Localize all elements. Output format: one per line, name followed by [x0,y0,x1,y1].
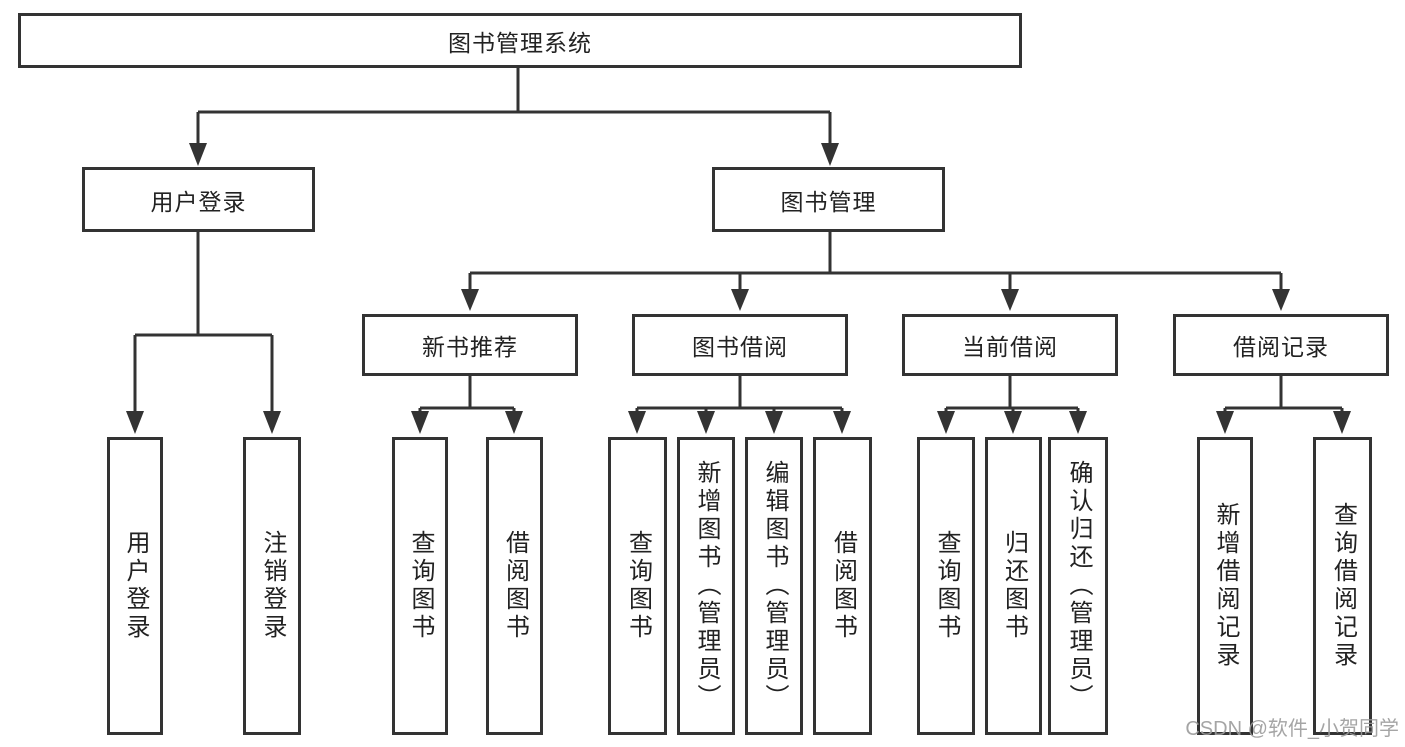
node-new-book-recommendation: 新书推荐 [362,314,578,376]
node-label: 借阅记录 [1233,334,1329,360]
node-borrowing-records: 借阅记录 [1173,314,1389,376]
node-label: 新增图书（管理员） [693,460,720,712]
node-label: 编辑图书（管理员） [761,460,788,712]
node-leaf-return-books: 归还图书 [985,437,1042,735]
node-leaf-user-login: 用户登录 [107,437,163,735]
arrowheads [126,143,1351,434]
node-label: 新书推荐 [422,334,518,360]
node-leaf-add-books-admin: 新增图书（管理员） [677,437,735,735]
node-leaf-borrow-books-2: 借阅图书 [813,437,872,735]
node-label: 新增借阅记录 [1212,502,1239,670]
node-label: 用户登录 [150,188,247,215]
node-current-borrowing: 当前借阅 [902,314,1118,376]
node-label: 查询图书 [407,530,434,642]
node-label: 图书管理系统 [448,29,592,56]
node-leaf-edit-books-admin: 编辑图书（管理员） [745,437,803,735]
node-label: 图书借阅 [692,334,788,360]
node-leaf-add-borrow-record: 新增借阅记录 [1197,437,1253,735]
node-label: 查询图书 [933,530,960,642]
node-book-management: 图书管理 [712,167,945,232]
node-leaf-borrow-books-1: 借阅图书 [486,437,543,735]
node-leaf-confirm-return-admin: 确认归还（管理员） [1048,437,1108,735]
node-label: 确认归还（管理员） [1065,460,1092,712]
node-label: 当前借阅 [962,334,1058,360]
node-leaf-query-books-3: 查询图书 [917,437,975,735]
node-label: 查询图书 [624,530,652,642]
watermark: CSDN @软件_小贺同学 [1185,718,1399,740]
node-leaf-logout: 注销登录 [243,437,301,735]
node-library-management-system: 图书管理系统 [18,13,1022,68]
node-leaf-query-borrow-record: 查询借阅记录 [1313,437,1372,735]
node-label: 查询借阅记录 [1329,502,1357,670]
node-label: 用户登录 [122,530,149,642]
node-label: 借阅图书 [501,530,529,642]
node-label: 借阅图书 [829,530,857,642]
node-leaf-query-books-1: 查询图书 [392,437,448,735]
node-label: 归还图书 [1000,530,1028,642]
node-user-login: 用户登录 [82,167,315,232]
node-label: 图书管理 [780,188,877,215]
node-book-borrowing: 图书借阅 [632,314,848,376]
node-label: 注销登录 [259,530,286,642]
node-leaf-query-books-2: 查询图书 [608,437,667,735]
